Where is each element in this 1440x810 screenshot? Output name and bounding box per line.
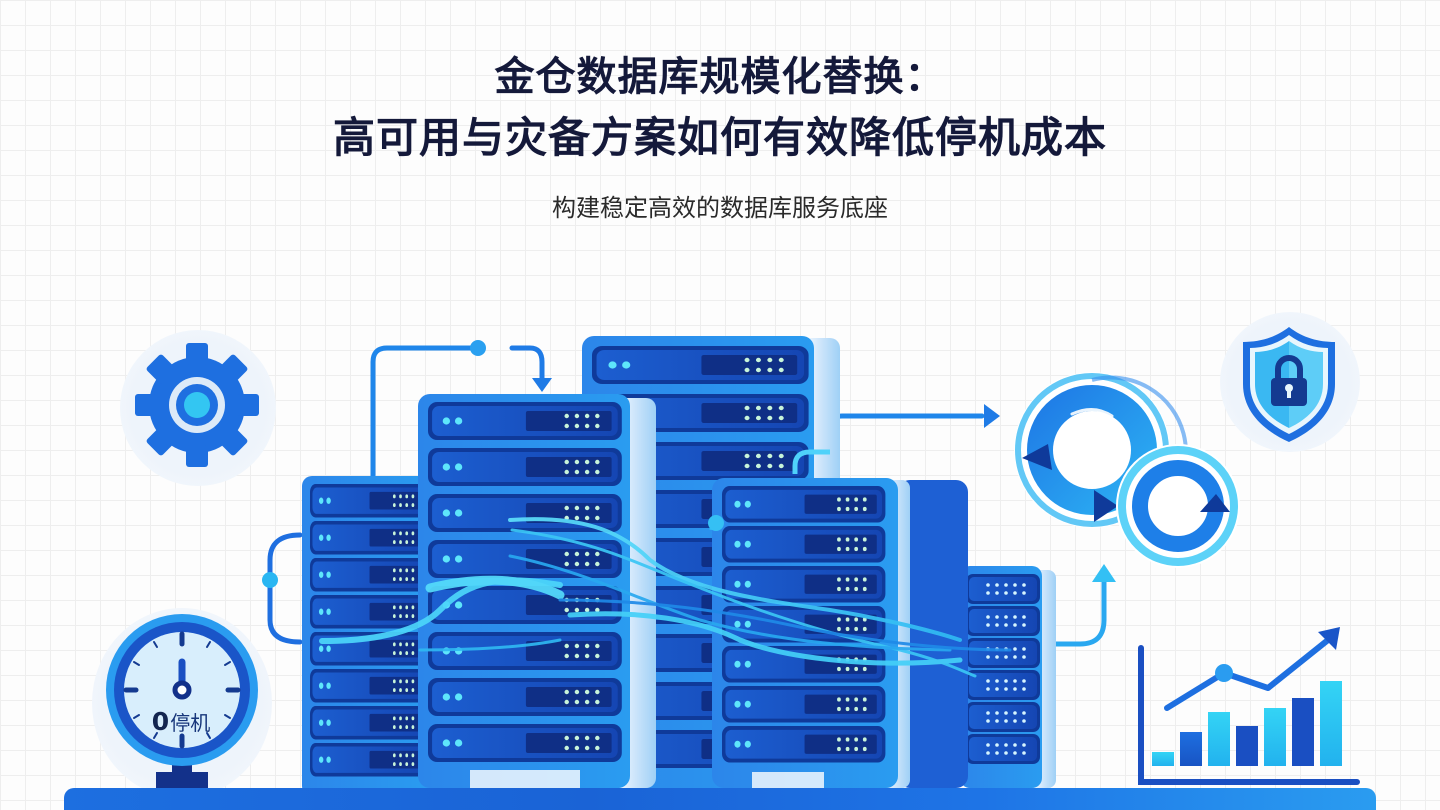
server-rack-2 [418,394,656,788]
gauge-text: 停机 [170,711,211,735]
stopwatch-icon [106,614,258,794]
gauge-value: 0 [151,707,170,736]
shield-lock-icon [1243,327,1335,442]
growth-chart-icon [1138,627,1360,785]
gauge-downtime-label: 0停机 [146,707,216,736]
page-title-line-1: 金仓数据库规模化替换： [494,54,946,100]
page-title-line-2: 高可用与灾备方案如何有效降低停机成本 [332,113,1107,162]
gear-icon [135,343,259,467]
sync-cycle-icon [1014,372,1240,568]
page-subtitle: 构建稳定高效的数据库服务底座 [552,194,888,222]
base-platform [64,788,1376,810]
server-rack-5 [960,566,1056,788]
data-flow-wires [319,517,1012,678]
server-rack-4 [712,478,968,788]
